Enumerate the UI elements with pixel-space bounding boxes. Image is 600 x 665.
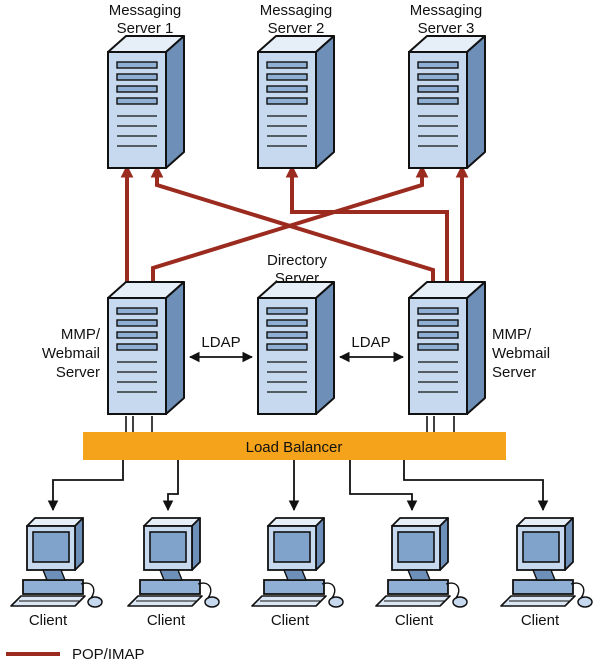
mmp-right-label-line3: Server: [492, 364, 536, 381]
link-mmp-right-to-messaging-2: [285, 164, 449, 285]
mmp-to-load-balancer-wires: [125, 416, 455, 432]
messaging-server-1-label-line1: Messaging: [109, 2, 182, 19]
messaging-server-3-label-line1: Messaging: [410, 2, 483, 19]
pop-imap-connections: [120, 164, 469, 292]
client-1-label: Client: [29, 612, 68, 629]
directory-server-icon: [257, 281, 335, 415]
messaging-server-3-label-line2: Server 3: [418, 20, 475, 37]
legend-pop-imap-label: POP/IMAP: [72, 646, 145, 663]
messaging-server-2-icon: [257, 35, 335, 169]
client-5-label: Client: [521, 612, 560, 629]
messaging-server-1-label-line2: Server 1: [117, 20, 174, 37]
messaging-server-3-icon: [408, 35, 486, 169]
load-balancer-to-client-connections: [47, 460, 549, 512]
client-1-icon: [10, 517, 103, 608]
client-4-label: Client: [395, 612, 434, 629]
ldap-right-label: LDAP: [351, 334, 390, 351]
mmp-webmail-server-left-icon: [107, 281, 185, 415]
mmp-left-label-line1: MMP/: [61, 326, 101, 343]
link-mmp-right-to-messaging-1: [150, 164, 435, 285]
ldap-left-label: LDAP: [201, 334, 240, 351]
messaging-server-2-label-line2: Server 2: [268, 20, 325, 37]
load-balancer-label: Load Balancer: [246, 439, 343, 456]
messaging-server-1-icon: [107, 35, 185, 169]
client-2-label: Client: [147, 612, 186, 629]
directory-server-label-line2: Server: [275, 270, 319, 287]
mmp-right-label-line1: MMP/: [492, 326, 532, 343]
mmp-left-label-line2: Webmail: [42, 345, 100, 362]
messaging-server-2-label-line1: Messaging: [260, 2, 333, 19]
client-4-icon: [375, 517, 468, 608]
client-2-icon: [127, 517, 220, 608]
mmp-right-label-line2: Webmail: [492, 345, 550, 362]
legend: POP/IMAP: [6, 646, 145, 663]
mmp-left-label-line3: Server: [56, 364, 100, 381]
client-3-label: Client: [271, 612, 310, 629]
directory-server-label-line1: Directory: [267, 252, 328, 269]
client-3-icon: [251, 517, 344, 608]
mmp-webmail-server-right-icon: [408, 281, 486, 415]
load-balancer: [83, 432, 506, 460]
client-5-icon: [500, 517, 593, 608]
